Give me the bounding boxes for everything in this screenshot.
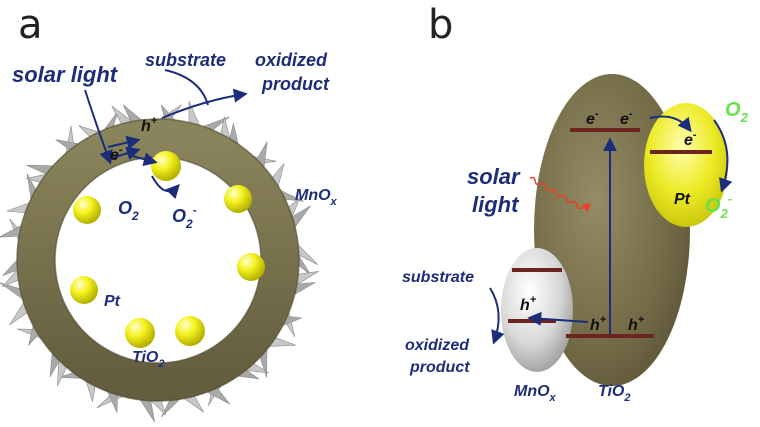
electron-label-cb-2: e- — [620, 108, 633, 128]
mnox-label: MnOx — [295, 187, 338, 208]
hole-label-mnox: h+ — [520, 294, 537, 314]
substrate-curve — [164, 69, 209, 106]
panel-a-letter: a — [18, 2, 43, 48]
product-label: product — [261, 74, 330, 94]
electron-label-cb: e- — [586, 108, 599, 128]
pt-particle — [73, 196, 101, 224]
o2-label: O2 — [118, 198, 139, 223]
arrow-to-e — [111, 146, 141, 160]
o2-reduction-arrow — [151, 175, 180, 199]
pt-particle — [175, 316, 205, 346]
solar-label: solar — [467, 164, 521, 189]
electron-label-pt: e- — [684, 129, 697, 149]
h-to-product-arrow — [161, 88, 248, 119]
mnox-spike — [0, 282, 27, 303]
mnox-spike — [188, 100, 202, 130]
arrow-to-h — [107, 135, 141, 150]
product-label: product — [409, 359, 470, 376]
o2-label: O2 — [725, 99, 749, 125]
hole-label-vb-2: h+ — [628, 314, 645, 334]
panel-b: b e- e- e- O2 O2- Pt solar light — [402, 2, 749, 404]
hole-label: h+ — [141, 115, 158, 135]
mnox-spike — [137, 396, 155, 423]
pt-particle-large — [644, 103, 728, 227]
superoxide-label: O2- — [705, 191, 732, 221]
pt-label: Pt — [104, 293, 121, 310]
substrate-label: substrate — [145, 50, 226, 70]
tio2-ring-outer-edge — [16, 118, 300, 402]
solar-light-arrow — [84, 89, 113, 165]
light-wave — [529, 176, 591, 213]
superoxide-label: O2- — [172, 203, 197, 231]
electron-label: e- — [110, 144, 123, 164]
electron-transfer-arrow — [649, 115, 692, 133]
tio2-ring — [17, 119, 299, 401]
panel-b-letter: b — [428, 2, 453, 48]
pt-particle — [151, 151, 181, 181]
mnox-spike — [0, 223, 26, 238]
pt-particle — [70, 276, 98, 304]
hole-label-vb: h+ — [590, 314, 607, 334]
light-label: light — [472, 192, 520, 217]
o2-reduction-arrow — [713, 119, 733, 193]
pt-particle — [237, 253, 265, 281]
pt-particle — [224, 185, 252, 213]
substrate-oxidation-arrow — [489, 287, 505, 345]
tio2-label: TiO2 — [598, 383, 631, 404]
mnox-particle — [501, 248, 573, 372]
hole-transfer-arrow — [527, 311, 589, 326]
substrate-label: substrate — [402, 269, 474, 286]
tio2-label: TiO2 — [132, 349, 165, 370]
oxidized-label: oxidized — [255, 50, 328, 70]
panel-a: a solar light substrate oxidized product — [0, 2, 338, 423]
mnox-spike — [294, 240, 319, 265]
solar-light-label: solar light — [12, 62, 119, 87]
oxidized-label: oxidized — [405, 337, 470, 354]
pt-particle — [125, 318, 155, 348]
mnox-label: MnOx — [514, 383, 557, 404]
pt-label: Pt — [674, 191, 691, 208]
e-to-pt-arrow — [127, 152, 158, 166]
